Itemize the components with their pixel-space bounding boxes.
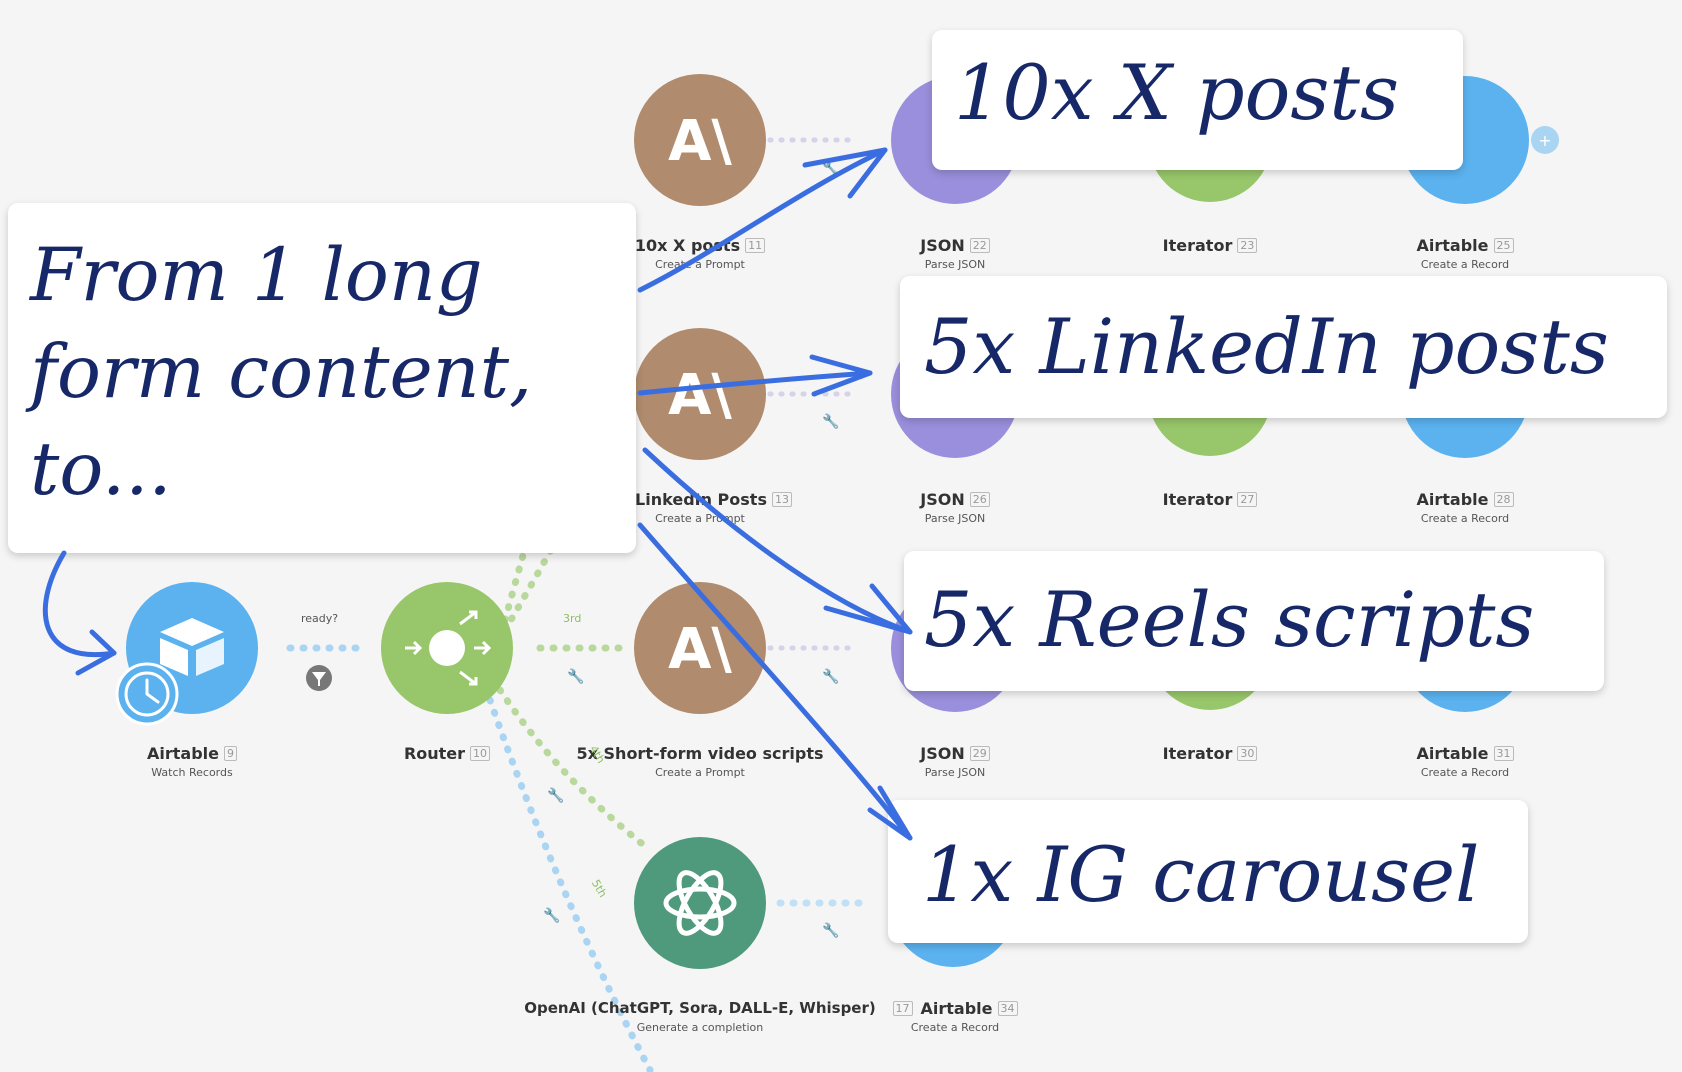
wrench-icon[interactable]: 🔧 bbox=[822, 412, 839, 430]
json-action: Parse JSON bbox=[924, 258, 986, 271]
module-index: 30 bbox=[1237, 746, 1258, 761]
json-label: JSON bbox=[920, 490, 965, 509]
anthropic-icon: A\ bbox=[668, 363, 732, 428]
module-index: 9 bbox=[224, 746, 237, 761]
iterator-label: Iterator bbox=[1162, 744, 1233, 763]
module-index: 28 bbox=[1493, 492, 1514, 507]
module-index: 31 bbox=[1493, 746, 1514, 761]
module-index: 23 bbox=[1237, 238, 1258, 253]
branch-dots bbox=[486, 696, 654, 1072]
json-label: JSON bbox=[920, 744, 965, 763]
wrench-icon[interactable]: 🔧 bbox=[543, 906, 560, 924]
module-index: 26 bbox=[969, 492, 990, 507]
airtable-label: Airtable bbox=[1416, 490, 1489, 509]
json-action: Parse JSON bbox=[924, 766, 986, 779]
airtable-action: Create a Record bbox=[910, 1021, 1000, 1034]
linkedin-callout-text: 5x LinkedIn posts bbox=[924, 302, 1609, 391]
module-index: 17 bbox=[892, 1001, 913, 1016]
filter-icon[interactable] bbox=[306, 665, 332, 691]
trigger-action: Watch Records bbox=[151, 766, 233, 779]
reels-callout: 5x Reels scripts bbox=[904, 551, 1604, 691]
linkedin-callout: 5x LinkedIn posts bbox=[900, 276, 1667, 418]
airtable-action: Create a Record bbox=[1420, 766, 1510, 779]
route-label-third: 3rd bbox=[563, 612, 582, 625]
module-index: 25 bbox=[1493, 238, 1514, 253]
reels-callout-text: 5x Reels scripts bbox=[924, 575, 1535, 664]
openai-label: OpenAI (ChatGPT, Sora, DALL-E, Whisper) bbox=[524, 999, 876, 1017]
route-label-ready: ready? bbox=[301, 612, 339, 625]
iterator-label: Iterator bbox=[1162, 236, 1233, 255]
main-callout: From 1 long form content, to... bbox=[8, 203, 636, 553]
json-label: JSON bbox=[920, 236, 965, 255]
x-posts-callout-text: 10x X posts bbox=[954, 48, 1399, 137]
airtable-label: Airtable bbox=[920, 999, 993, 1018]
module-index: 34 bbox=[997, 1001, 1018, 1016]
airtable-label: Airtable bbox=[1416, 236, 1489, 255]
module-index: 29 bbox=[969, 746, 990, 761]
iterator-label: Iterator bbox=[1162, 490, 1233, 509]
airtable-action: Create a Record bbox=[1420, 258, 1510, 271]
airtable-trigger-module[interactable] bbox=[115, 582, 258, 726]
airtable-action: Create a Record bbox=[1420, 512, 1510, 525]
openai-action: Generate a completion bbox=[636, 1021, 764, 1034]
anthropic-icon: A\ bbox=[668, 617, 732, 682]
add-module-icon[interactable] bbox=[1531, 126, 1559, 154]
wrench-icon[interactable]: 🔧 bbox=[547, 786, 564, 804]
x-posts-callout: 10x X posts bbox=[932, 30, 1463, 170]
wrench-icon[interactable]: 🔧 bbox=[567, 667, 584, 685]
ig-callout-text: 1x IG carousel bbox=[922, 830, 1480, 919]
main-callout-text: From 1 long form content, to... bbox=[30, 233, 533, 512]
airtable-label: Airtable bbox=[1416, 744, 1489, 763]
module-index: 10 bbox=[470, 746, 491, 761]
branch-dots bbox=[496, 686, 654, 854]
svg-text:+: + bbox=[1538, 131, 1551, 150]
anthropic-icon: A\ bbox=[668, 109, 732, 174]
openai-module[interactable] bbox=[634, 837, 766, 969]
json-action: Parse JSON bbox=[924, 512, 986, 525]
wrench-icon[interactable]: 🔧 bbox=[822, 159, 839, 177]
router-module[interactable] bbox=[381, 582, 513, 714]
module-index: 22 bbox=[969, 238, 990, 253]
wrench-icon[interactable]: 🔧 bbox=[822, 921, 839, 939]
openai-icon bbox=[634, 837, 766, 969]
ig-callout: 1x IG carousel bbox=[888, 800, 1528, 943]
module-index: 27 bbox=[1237, 492, 1258, 507]
wrench-icon[interactable]: 🔧 bbox=[822, 667, 839, 685]
